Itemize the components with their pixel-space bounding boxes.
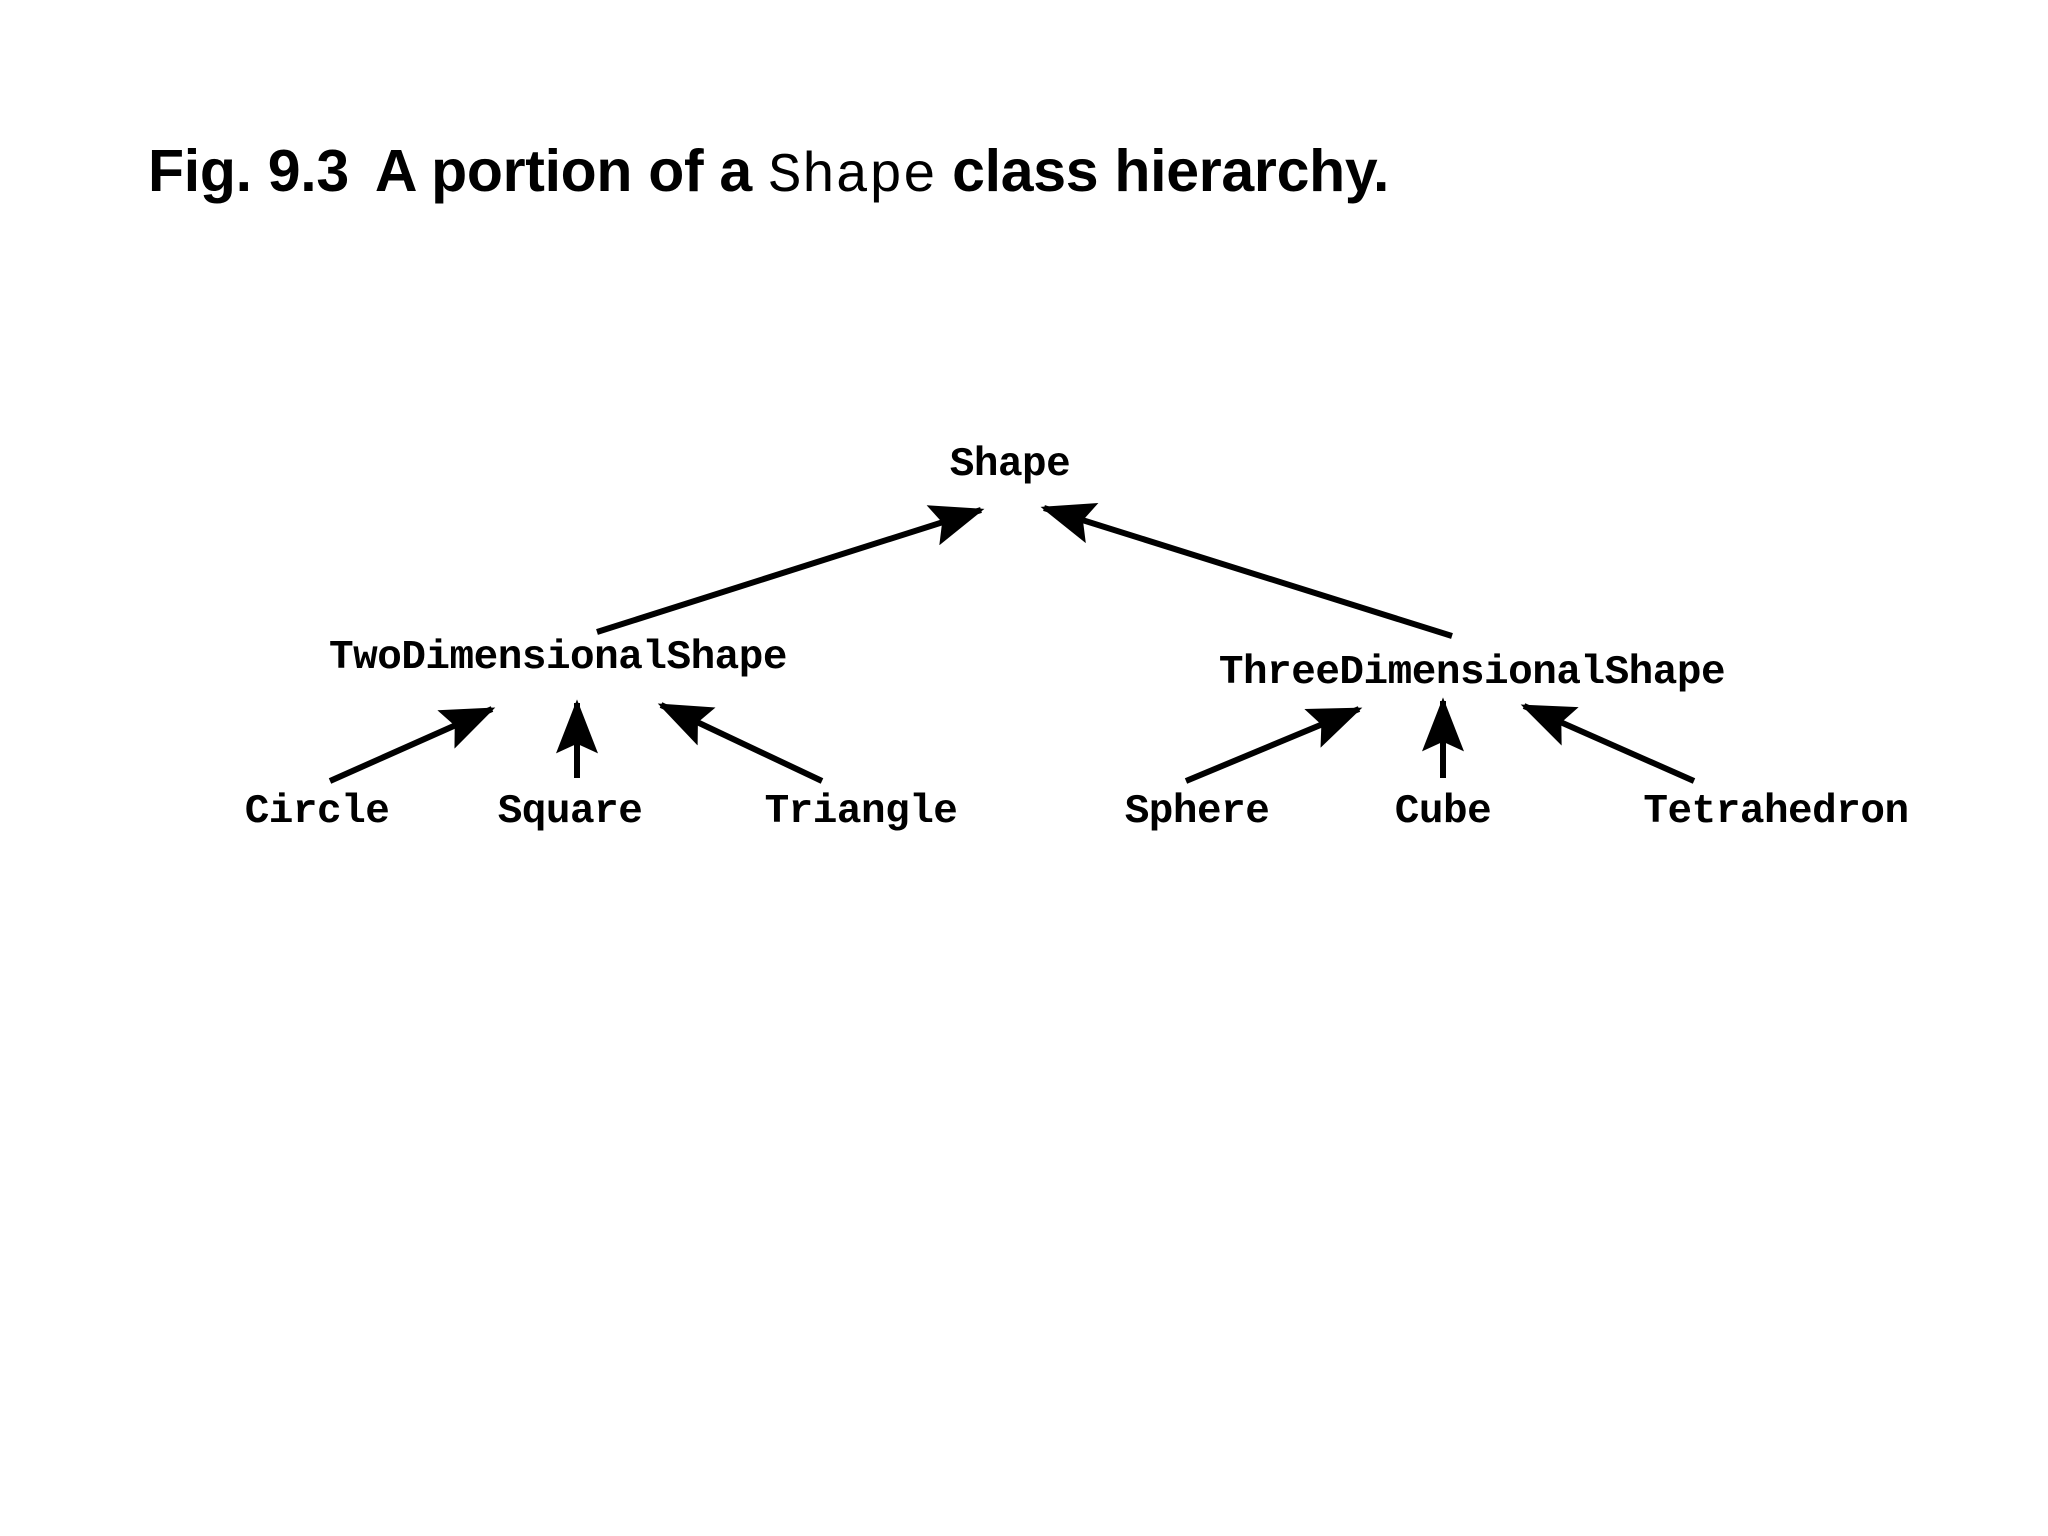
class-node-circle: Circle: [244, 789, 390, 835]
class-node-twodimensionalshape: TwoDimensionalShape: [329, 635, 787, 681]
inheritance-arrow-twodimensionalshape-to-shape: [596, 505, 985, 635]
inheritance-arrow-tetrahedron-to-threedimensionalshape: [1520, 703, 1696, 784]
inheritance-arrow-circle-to-twodimensionalshape: [328, 706, 496, 784]
class-node-triangle: Triangle: [764, 789, 958, 835]
inheritance-arrow-sphere-to-threedimensionalshape: [1184, 706, 1363, 784]
class-node-shape: Shape: [949, 442, 1071, 488]
class-node-threedimensionalshape: ThreeDimensionalShape: [1218, 650, 1726, 696]
inheritance-arrow-threedimensionalshape-to-shape: [1040, 503, 1453, 639]
class-node-cube: Cube: [1394, 789, 1492, 835]
inheritance-arrow-triangle-to-twodimensionalshape: [657, 702, 824, 784]
class-node-tetrahedron: Tetrahedron: [1643, 789, 1909, 835]
figure-number: Fig. 9.3: [148, 138, 349, 204]
class-node-square: Square: [497, 789, 643, 835]
figure-caption: Fig. 9.3 A portion of a Shape class hiera…: [148, 136, 1389, 211]
class-node-sphere: Sphere: [1124, 789, 1270, 835]
caption-class-name: Shape: [768, 144, 937, 208]
caption-text-part-2: class hierarchy.: [952, 138, 1390, 204]
caption-text-part-1: A portion of a: [374, 138, 752, 204]
